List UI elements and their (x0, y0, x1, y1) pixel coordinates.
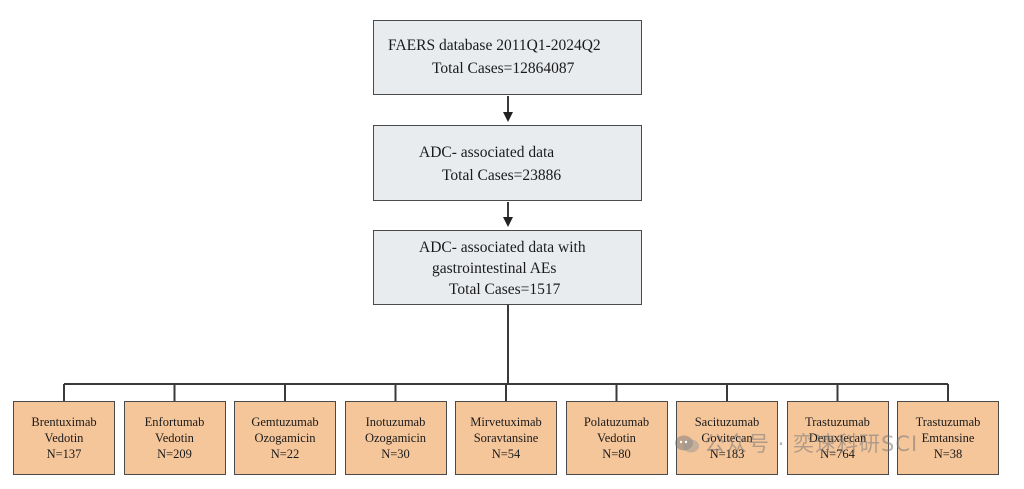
drug-count: N=764 (820, 447, 855, 461)
drug-count: N=80 (602, 447, 631, 461)
stage-line: FAERS database 2011Q1-2024Q2 (388, 37, 601, 54)
stage-line: Total Cases=12864087 (432, 60, 575, 77)
drug-name: Brentuximab (31, 415, 97, 429)
drug-name: Mirvetuximab (470, 415, 542, 429)
drug-count: N=54 (491, 447, 521, 461)
drug-name: Trastuzumab (805, 415, 870, 429)
stage-box-faers: FAERS database 2011Q1-2024Q2 Total Cases… (373, 20, 642, 95)
stage-line: ADC- associated data (419, 144, 555, 161)
watermark: 公众号 · 奕速科研SCI (674, 428, 918, 458)
stage-line: gastrointestinal AEs (432, 260, 557, 277)
drug-name: Trastuzumab (915, 415, 981, 429)
drug-name: Enfortumab (144, 415, 205, 429)
drug-count: N=22 (270, 447, 300, 461)
drug-name: Ozogamicin (364, 431, 427, 445)
drug-count: N=137 (46, 447, 82, 461)
branch-drops (63, 384, 949, 401)
drug-name: Gemtuzumab (251, 415, 319, 429)
drug-name: Vedotin (155, 431, 194, 445)
watermark-text: 公众号 · 奕速科研SCI (704, 432, 919, 456)
stage-line: Total Cases=1517 (449, 281, 561, 298)
wechat-icon (675, 435, 699, 453)
drug-name: Ozogamicin (254, 431, 316, 445)
drug-count: N=209 (157, 447, 192, 461)
stage-box-adc: ADC- associated data Total Cases=23886 (373, 125, 642, 201)
drug-name: Vedotin (44, 431, 84, 445)
stage-line: ADC- associated data with (419, 239, 586, 256)
stage-line: Total Cases=23886 (442, 167, 562, 184)
drug-count: N=183 (709, 447, 745, 461)
drug-name: Govitecan (701, 431, 753, 445)
drug-name: Polatuzumab (583, 415, 650, 429)
drug-name: Emtansine (921, 431, 975, 445)
drug-name: Vedotin (597, 431, 636, 445)
drug-name: Sacituzumab (694, 415, 760, 429)
drug-name: Deruxtecan (808, 431, 867, 445)
drug-count: N=30 (381, 447, 410, 461)
drug-count: N=38 (933, 447, 963, 461)
drug-name: Soravtansine (473, 431, 539, 445)
stage-box-gi-aes: ADC- associated data with gastrointestin… (373, 230, 642, 305)
drug-name: Inotuzumab (365, 415, 426, 429)
